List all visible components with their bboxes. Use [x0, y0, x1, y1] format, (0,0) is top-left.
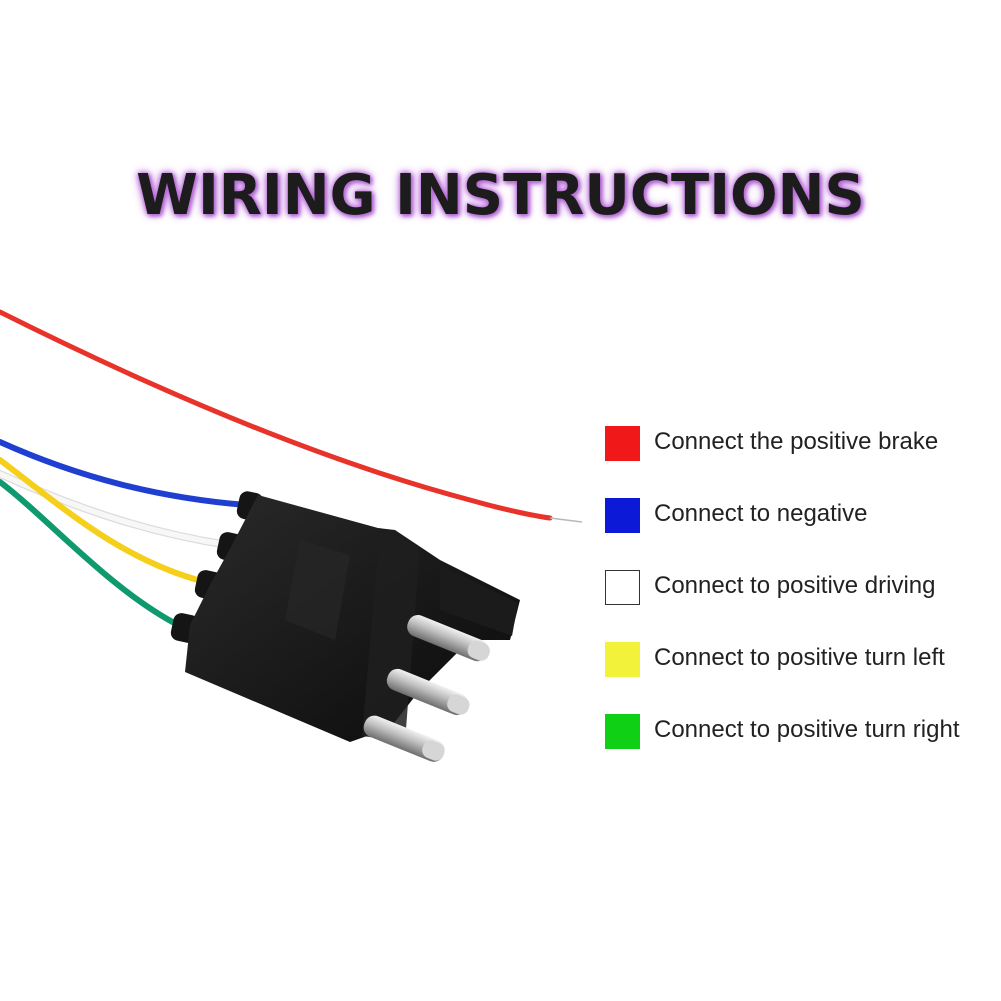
legend-label: Connect to positive turn right — [654, 716, 960, 743]
legend-item: Connect to positive turn left — [605, 636, 995, 708]
wires — [0, 309, 583, 629]
color-swatch — [605, 570, 640, 605]
red-wire — [0, 309, 553, 521]
legend-label: Connect to negative — [654, 500, 868, 527]
blue-wire — [0, 439, 249, 508]
color-swatch — [605, 642, 640, 677]
yellow-wire — [0, 457, 208, 585]
legend-label: Connect to positive driving — [654, 572, 936, 599]
red-wire-stripped-tip — [549, 517, 583, 523]
connector-body — [185, 495, 520, 742]
color-swatch — [605, 498, 640, 533]
metal-pins — [363, 615, 490, 762]
green-wire — [0, 479, 183, 629]
legend-item: Connect to positive turn right — [605, 708, 995, 780]
legend-item: Connect to positive driving — [605, 564, 995, 636]
headline: WIRING INSTRUCTIONS — [136, 163, 865, 228]
legend-label: Connect the positive brake — [654, 428, 939, 455]
legend-item: Connect the positive brake — [605, 420, 995, 492]
connector-illustration — [0, 309, 583, 762]
legend-label: Connect to positive turn left — [654, 644, 945, 671]
color-swatch — [605, 426, 640, 461]
white-wire-fill — [0, 471, 231, 548]
color-swatch — [605, 714, 640, 749]
legend-item: Connect to negative — [605, 492, 995, 564]
